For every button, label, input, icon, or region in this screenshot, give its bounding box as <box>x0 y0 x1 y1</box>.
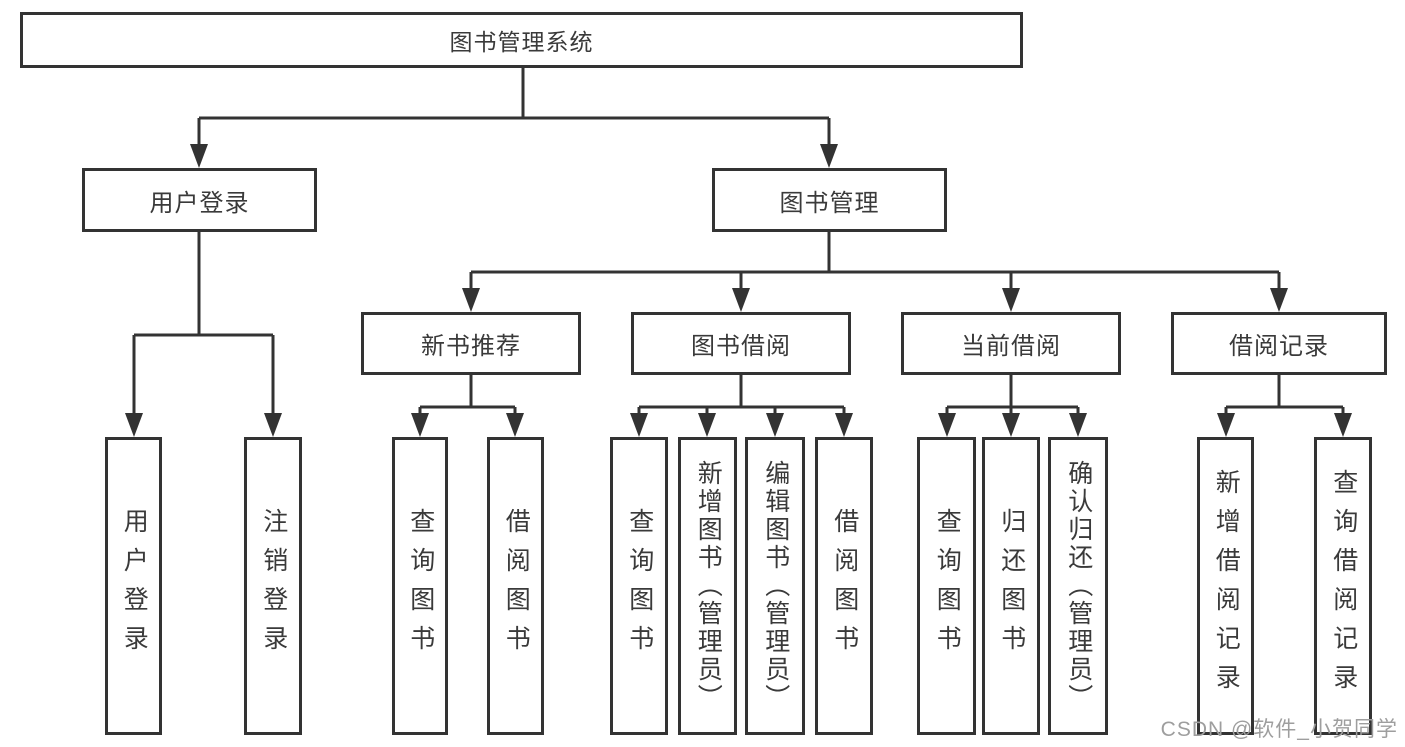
node-label: 确认归还（管理员） <box>1064 460 1093 712</box>
node-borrow-records: 借阅记录 <box>1171 312 1387 375</box>
node-label: 借阅图书 <box>502 508 531 664</box>
node-logout-action: 注销登录 <box>244 437 302 735</box>
node-nbr-query-books: 查询图书 <box>392 437 448 735</box>
node-label: 编辑图书（管理员） <box>761 460 790 712</box>
node-label: 图书管理 <box>779 189 880 217</box>
node-bb-borrow-books: 借阅图书 <box>815 437 873 735</box>
csdn-watermark: CSDN @软件_小贺同学 <box>1160 718 1398 741</box>
node-new-book-recommend: 新书推荐 <box>361 312 581 375</box>
node-label: 当前借阅 <box>961 333 1061 360</box>
node-label: 图书管理系统 <box>449 29 594 55</box>
node-label: 用户登录 <box>120 508 149 664</box>
node-cb-confirm-return: 确认归还（管理员） <box>1048 437 1108 735</box>
node-bb-edit-books: 编辑图书（管理员） <box>745 437 805 735</box>
node-label: 归还图书 <box>997 508 1026 664</box>
node-book-borrowing: 图书借阅 <box>631 312 851 375</box>
node-current-borrowing: 当前借阅 <box>901 312 1121 375</box>
node-library-management-system: 图书管理系统 <box>20 12 1023 68</box>
node-user-login: 用户登录 <box>82 168 317 232</box>
node-label: 图书借阅 <box>691 333 791 360</box>
node-nbr-borrow-books: 借阅图书 <box>487 437 544 735</box>
node-user-login-action: 用户登录 <box>105 437 162 735</box>
node-bb-add-books: 新增图书（管理员） <box>678 437 737 735</box>
node-label: 查询图书 <box>406 508 435 664</box>
arrowheads <box>125 144 1352 437</box>
node-label: 注销登录 <box>259 508 288 664</box>
node-label: 查询借阅记录 <box>1329 469 1358 703</box>
node-label: 新书推荐 <box>421 333 521 360</box>
node-book-management: 图书管理 <box>712 168 947 232</box>
node-br-query-record: 查询借阅记录 <box>1314 437 1372 735</box>
node-label: 新增借阅记录 <box>1212 469 1241 703</box>
node-label: 新增图书（管理员） <box>694 460 723 712</box>
node-label: 查询图书 <box>933 508 962 664</box>
node-label: 查询图书 <box>625 508 654 664</box>
node-bb-query-books: 查询图书 <box>610 437 668 735</box>
node-label: 用户登录 <box>149 189 250 217</box>
node-br-add-record: 新增借阅记录 <box>1197 437 1254 735</box>
node-label: 借阅记录 <box>1229 333 1329 360</box>
node-label: 借阅图书 <box>830 508 859 664</box>
node-cb-return-books: 归还图书 <box>982 437 1040 735</box>
node-cb-query-books: 查询图书 <box>917 437 976 735</box>
